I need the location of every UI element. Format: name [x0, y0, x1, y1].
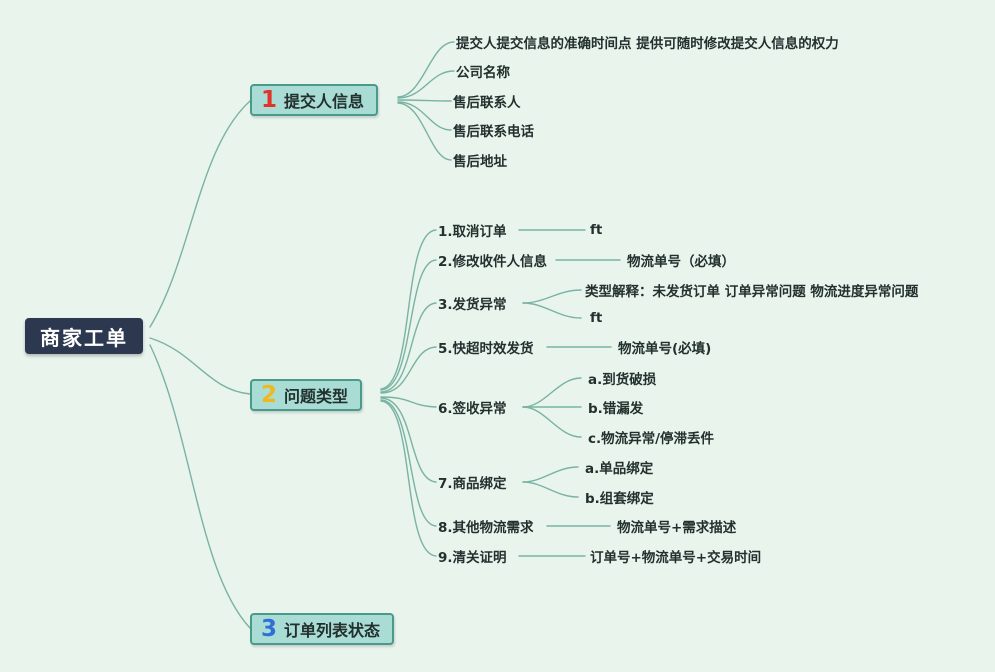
- topic-node[interactable]: 8.其他物流需求: [438, 520, 534, 536]
- topic-node[interactable]: 2.修改收件人信息: [438, 254, 548, 270]
- subtopic-node[interactable]: a.到货破损: [588, 372, 657, 388]
- topic-node[interactable]: 公司名称: [456, 65, 510, 81]
- topic-node[interactable]: 7.商品绑定: [438, 476, 507, 492]
- branch-label: 订单列表状态: [284, 621, 381, 640]
- root-label: 商家工单: [40, 325, 128, 350]
- topic-node[interactable]: 售后联系电话: [453, 124, 534, 140]
- branch-number: 2: [261, 381, 278, 408]
- topic-node[interactable]: 售后地址: [453, 154, 507, 170]
- topic-node[interactable]: 1.取消订单: [438, 224, 507, 240]
- root-node[interactable]: 商家工单: [25, 318, 143, 354]
- topic-node[interactable]: 提交人提交信息的准确时间点 提供可随时修改提交人信息的权力: [456, 36, 839, 52]
- subtopic-node[interactable]: b.错漏发: [588, 401, 644, 417]
- subtopic-node[interactable]: 物流单号+需求描述: [617, 520, 737, 536]
- topic-node[interactable]: 9.清关证明: [438, 550, 507, 566]
- subtopic-node[interactable]: 物流单号（必填）: [627, 254, 735, 270]
- topic-node[interactable]: 3.发货异常: [438, 297, 507, 313]
- subtopic-node[interactable]: 物流单号(必填): [618, 341, 712, 357]
- subtopic-node[interactable]: 订单号+物流单号+交易时间: [590, 550, 762, 566]
- subtopic-node[interactable]: 类型解释：未发货订单 订单异常问题 物流进度异常问题: [585, 284, 919, 300]
- topic-node[interactable]: 售后联系人: [453, 95, 521, 111]
- topic-node[interactable]: 5.快超时效发货: [438, 341, 534, 357]
- topic-node[interactable]: 6.签收异常: [438, 401, 507, 417]
- subtopic-node[interactable]: a.单品绑定: [585, 461, 654, 477]
- subtopic-node[interactable]: b.组套绑定: [585, 491, 654, 507]
- branch-label: 问题类型: [284, 387, 349, 406]
- branch-node-submitter-info[interactable]: 1 提交人信息: [250, 84, 379, 116]
- branch-number: 3: [261, 615, 278, 642]
- subtopic-node[interactable]: ft: [590, 310, 603, 326]
- branch-number: 1: [261, 86, 278, 113]
- branch-label: 提交人信息: [284, 92, 365, 111]
- branch-node-order-list-status[interactable]: 3 订单列表状态: [250, 613, 395, 645]
- branch-node-problem-type[interactable]: 2 问题类型: [250, 379, 363, 411]
- subtopic-node[interactable]: c.物流异常/停滞丢件: [588, 431, 715, 447]
- subtopic-node[interactable]: ft: [590, 222, 603, 238]
